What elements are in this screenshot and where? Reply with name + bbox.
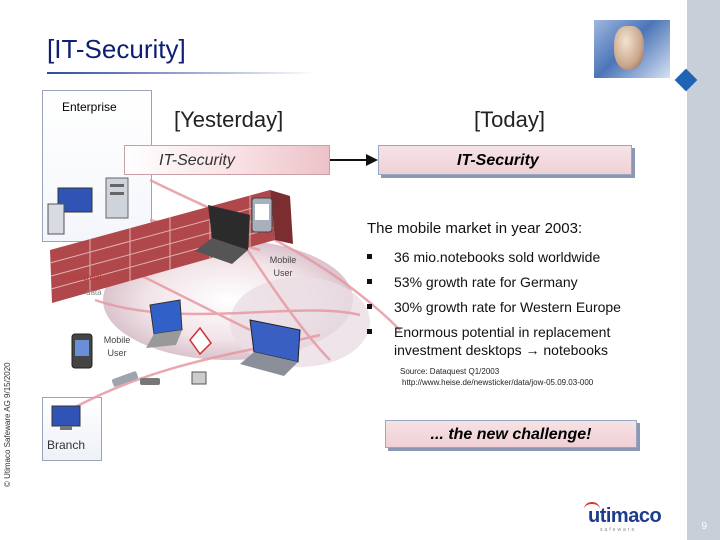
bullet-square-icon xyxy=(367,279,372,284)
usb-device-icon-2 xyxy=(140,378,160,385)
challenge-banner: ... the new challenge! xyxy=(385,420,637,448)
usb-device-icon xyxy=(111,371,139,387)
bullet-item: 36 mio.notebooks sold worldwide xyxy=(366,248,676,266)
source-line: Source: Dataquest Q1/2003 xyxy=(400,367,500,376)
mobile-user-label-2: Mobile User xyxy=(103,335,131,358)
laptop-icon xyxy=(195,205,250,264)
logo-wordmark: utimaco xyxy=(588,505,662,527)
storage-icon xyxy=(191,371,207,385)
side-bar: 9 xyxy=(674,0,720,540)
bullet-item: 53% growth rate for Germany xyxy=(366,273,676,291)
slide-title: [IT-Security] xyxy=(47,34,186,64)
smartcard-icon xyxy=(189,326,212,356)
bullet-square-icon xyxy=(367,329,372,334)
branch-label: Branch xyxy=(47,438,86,452)
data-label: data xyxy=(86,288,102,297)
pda-icon-2 xyxy=(71,333,93,369)
bullet-square-icon xyxy=(367,254,372,259)
transition-arrow xyxy=(330,154,378,166)
today-security-box: IT-Security xyxy=(378,145,632,175)
company-logo: utimaco safeware xyxy=(584,502,666,535)
laptop-icon-3 xyxy=(146,299,183,348)
firewall-label: confidential xyxy=(61,273,102,282)
mobile-user-label: Mobile User xyxy=(269,255,297,278)
source-note: Source: Dataquest Q1/2003 http://www.hei… xyxy=(400,366,593,388)
copyright-note: © Utimaco Safeware AG 9/15/2020 xyxy=(3,362,12,487)
pda-icon xyxy=(251,197,273,233)
logo-swoosh-icon xyxy=(584,502,600,516)
title-underline xyxy=(47,72,317,74)
market-heading: The mobile market in year 2003: xyxy=(367,220,583,237)
diamond-icon xyxy=(674,68,698,92)
network-pool xyxy=(103,240,353,360)
page-number: 9 xyxy=(701,521,707,532)
today-heading: [Today] xyxy=(474,107,545,132)
yesterday-security-box: IT-Security xyxy=(124,145,330,175)
laptop-icon-2 xyxy=(240,319,301,376)
enterprise-label: Enterprise xyxy=(62,100,117,114)
market-bullet-list: 36 mio.notebooks sold worldwide 53% grow… xyxy=(366,248,676,366)
logo-tagline: safeware xyxy=(600,527,637,533)
bullet-item: 30% growth rate for Western Europe xyxy=(366,298,676,316)
source-url: http://www.heise.de/newsticker/data/jow-… xyxy=(402,378,594,387)
header-photo xyxy=(594,20,670,78)
bullet-item: Enormous potential in replacement invest… xyxy=(366,323,676,359)
network-pool-right xyxy=(230,277,370,367)
bullet-square-icon xyxy=(367,304,372,309)
yesterday-heading: [Yesterday] xyxy=(174,107,284,132)
